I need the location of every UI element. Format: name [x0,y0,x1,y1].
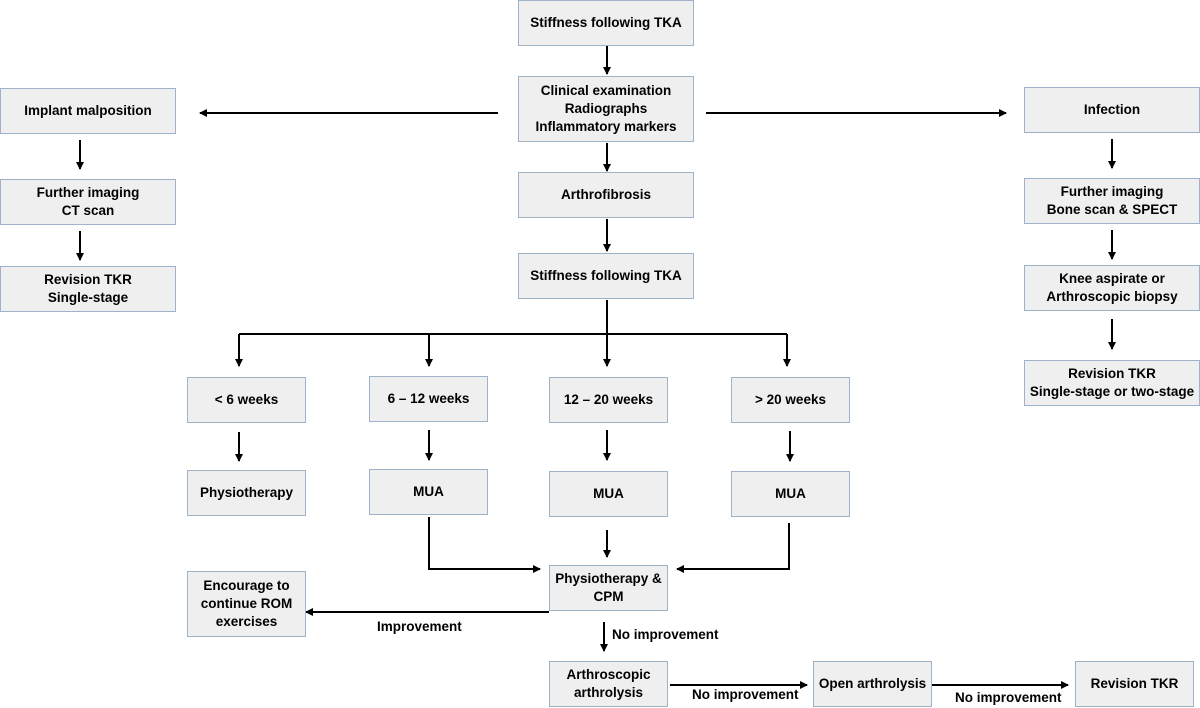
node-infection: Infection [1024,87,1200,133]
node-revision-single-two: Revision TKR Single-stage or two-stage [1024,360,1200,406]
node-stiffness-mid: Stiffness following TKA [518,253,694,299]
node-lt6-weeks: < 6 weeks [187,377,306,423]
node-further-imaging-bone: Further imaging Bone scan & SPECT [1024,178,1200,224]
node-gt20-weeks: > 20 weeks [731,377,850,423]
node-revision-tkr-final: Revision TKR [1075,661,1194,707]
node-open-arthrolysis: Open arthrolysis [813,661,932,707]
label-improvement: Improvement [377,619,462,634]
node-clinical-exam: Clinical examination Radiographs Inflamm… [518,76,694,142]
arrow-mua3-to-physio-cpm [676,523,790,573]
node-revision-single: Revision TKR Single-stage [0,266,176,312]
node-arthrofibrosis: Arthrofibrosis [518,172,694,218]
node-mua-1: MUA [369,469,488,515]
node-stiffness-top: Stiffness following TKA [518,0,694,46]
node-6-12-weeks: 6 – 12 weeks [369,376,488,422]
node-mua-2: MUA [549,471,668,517]
node-further-imaging-ct: Further imaging CT scan [0,179,176,225]
node-arthroscopic-arthrolysis: Arthroscopic arthrolysis [549,661,668,707]
node-physiotherapy: Physiotherapy [187,470,306,516]
arrow-mua1-to-physio-cpm [428,517,541,573]
node-physiotherapy-cpm: Physiotherapy & CPM [549,565,668,611]
label-no-improvement-1: No improvement [612,627,719,642]
label-no-improvement-2: No improvement [692,687,799,702]
label-no-improvement-3: No improvement [955,690,1062,705]
node-knee-aspirate: Knee aspirate or Arthroscopic biopsy [1024,265,1200,311]
node-implant-malposition: Implant malposition [0,88,176,134]
node-encourage-rom: Encourage to continue ROM exercises [187,571,306,637]
node-mua-3: MUA [731,471,850,517]
node-12-20-weeks: 12 – 20 weeks [549,377,668,423]
